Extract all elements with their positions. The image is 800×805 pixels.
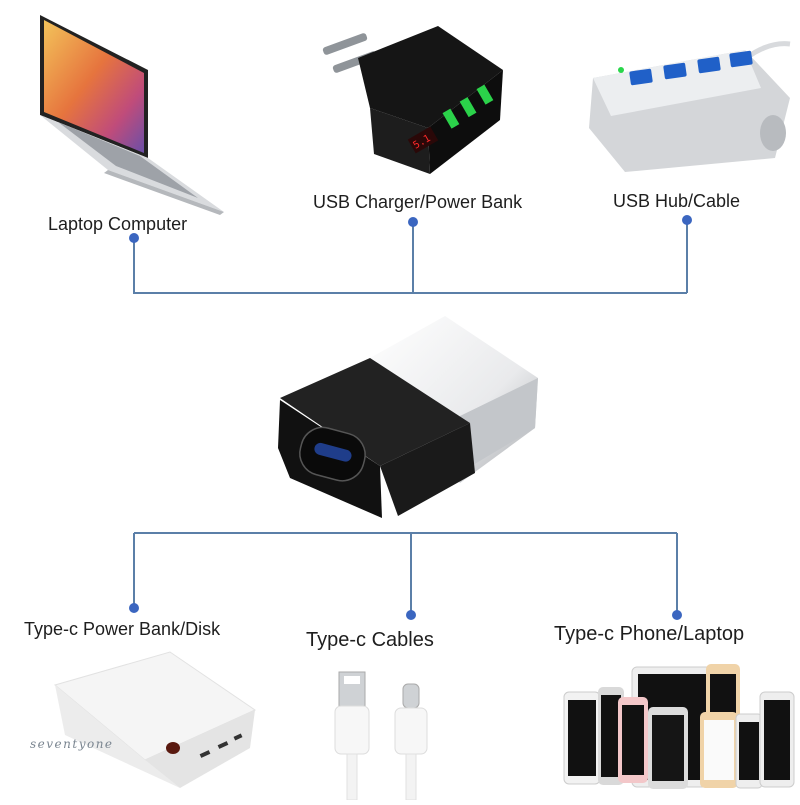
dot-charger <box>408 217 418 227</box>
laptop-icon <box>40 15 224 215</box>
dot-phones <box>672 610 682 620</box>
top-bus <box>133 220 688 294</box>
usb-charger-icon: 5.1 <box>322 26 503 174</box>
power-bank-icon <box>53 651 257 788</box>
usb-hub-image <box>585 38 795 178</box>
dot-cables <box>406 610 416 620</box>
label-type-c-phone-laptop: Type-c Phone/Laptop <box>554 623 745 645</box>
usb-charger-image: 5.1 <box>318 18 508 178</box>
dot-hub <box>682 215 692 225</box>
phones-tablets-icon <box>563 664 795 789</box>
phones-tablets-image <box>560 662 800 800</box>
label-type-c-cables: Type-c Cables <box>306 629 434 651</box>
bottom-bus <box>133 532 678 615</box>
usb-hub-icon <box>589 41 791 172</box>
usb-cables-image <box>325 662 455 801</box>
label-type-c-power-bank: Type-c Power Bank/Disk <box>24 619 221 639</box>
laptop-image <box>28 10 228 215</box>
label-usb-charger: USB Charger/Power Bank <box>313 192 523 212</box>
watermark-text: seventyone <box>30 737 114 751</box>
label-usb-hub: USB Hub/Cable <box>613 191 741 211</box>
label-laptop-computer: Laptop Computer <box>48 214 188 234</box>
usb-cables-icon <box>334 671 428 801</box>
power-bank-image <box>50 650 260 790</box>
usb-a-to-type-c-adapter-icon <box>278 316 538 518</box>
dot-powerbank <box>129 603 139 613</box>
adapter-image <box>270 308 560 523</box>
